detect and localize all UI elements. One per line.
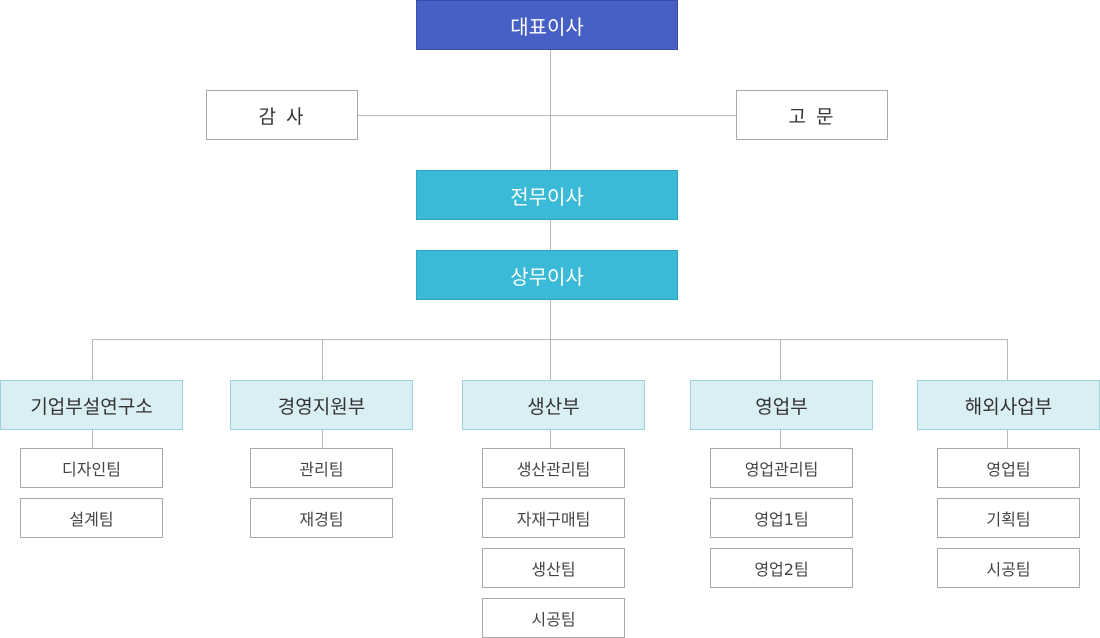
department-overseas-business: 해외사업부 — [917, 380, 1100, 430]
team-box: 재경팀 — [250, 498, 393, 538]
senior-managing-director-box: 전무이사 — [416, 170, 678, 220]
team-box: 영업관리팀 — [710, 448, 853, 488]
department-research-institute: 기업부설연구소 — [0, 380, 183, 430]
connector-dept-drop — [322, 339, 323, 380]
department-sales: 영업부 — [690, 380, 873, 430]
connector-dept-drop — [550, 339, 551, 380]
connector-main-spine — [550, 49, 551, 170]
managing-director-box: 상무이사 — [416, 250, 678, 300]
team-box: 생산팀 — [482, 548, 625, 588]
connector-to-departments — [550, 299, 551, 339]
advisor-box: 고 문 — [736, 90, 888, 140]
ceo-box: 대표이사 — [416, 0, 678, 50]
department-production: 생산부 — [462, 380, 645, 430]
team-box: 영업2팀 — [710, 548, 853, 588]
connector-dept-drop — [780, 339, 781, 380]
department-management-support: 경영지원부 — [230, 380, 413, 430]
team-box: 기획팀 — [937, 498, 1080, 538]
team-box: 영업팀 — [937, 448, 1080, 488]
connector-team-stub — [322, 429, 323, 448]
team-box: 생산관리팀 — [482, 448, 625, 488]
connector-exec-link — [550, 219, 551, 250]
auditor-box: 감 사 — [206, 90, 358, 140]
team-box: 디자인팀 — [20, 448, 163, 488]
connector-advisory — [357, 115, 736, 116]
connector-dept-drop — [1007, 339, 1008, 380]
team-box: 관리팀 — [250, 448, 393, 488]
team-box: 시공팀 — [937, 548, 1080, 588]
connector-team-stub — [780, 429, 781, 448]
team-box: 자재구매팀 — [482, 498, 625, 538]
team-box: 설계팀 — [20, 498, 163, 538]
team-box: 시공팀 — [482, 598, 625, 638]
connector-team-stub — [1007, 429, 1008, 448]
connector-team-stub — [92, 429, 93, 448]
team-box: 영업1팀 — [710, 498, 853, 538]
connector-team-stub — [550, 429, 551, 448]
connector-dept-drop — [92, 339, 93, 380]
